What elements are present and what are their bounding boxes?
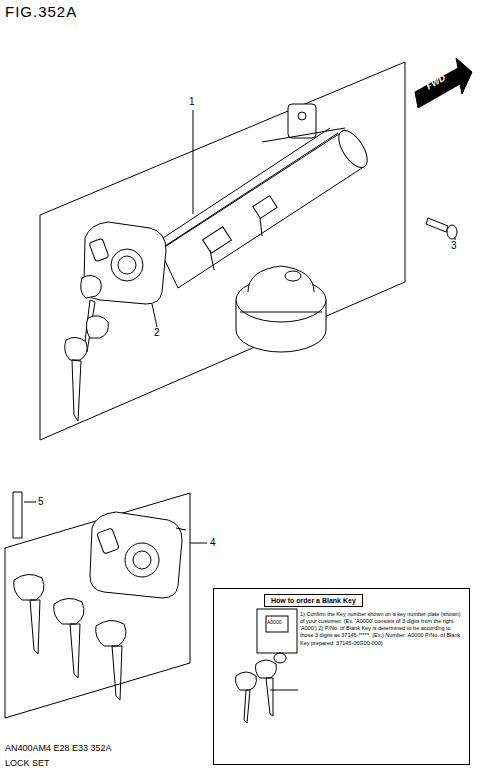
lock-cylinder bbox=[160, 104, 373, 288]
callout-number: 5 bbox=[38, 496, 44, 507]
figure-code: AN400AM4 E28 E33 352A bbox=[5, 744, 112, 754]
box-heading: How to order a Blank Key bbox=[264, 594, 363, 607]
fwd-arrow bbox=[415, 58, 472, 108]
callout-number: 3 bbox=[451, 240, 457, 251]
figure-title: FIG.352A bbox=[5, 4, 77, 21]
key-number-plate bbox=[257, 609, 297, 653]
info-box: How to order a Blank Key 1) Confirm the K… bbox=[213, 588, 470, 765]
callout-number: 4 bbox=[210, 537, 216, 548]
group-outline bbox=[5, 493, 190, 718]
key bbox=[236, 653, 299, 723]
leader-line bbox=[24, 110, 455, 543]
fuel-cap bbox=[236, 266, 326, 352]
key-plate bbox=[13, 492, 22, 538]
lock-face bbox=[90, 512, 186, 598]
key bbox=[14, 574, 126, 700]
note-text: 1) Confirm the Key number shown on a key… bbox=[300, 611, 464, 647]
callout-number: 2 bbox=[154, 327, 160, 338]
group-outline bbox=[40, 62, 405, 440]
section-name: LOCK SET bbox=[5, 759, 50, 769]
callout-number: 1 bbox=[189, 96, 195, 107]
bolt bbox=[426, 218, 457, 239]
key-number: A0000 bbox=[267, 620, 281, 626]
key bbox=[65, 275, 109, 421]
